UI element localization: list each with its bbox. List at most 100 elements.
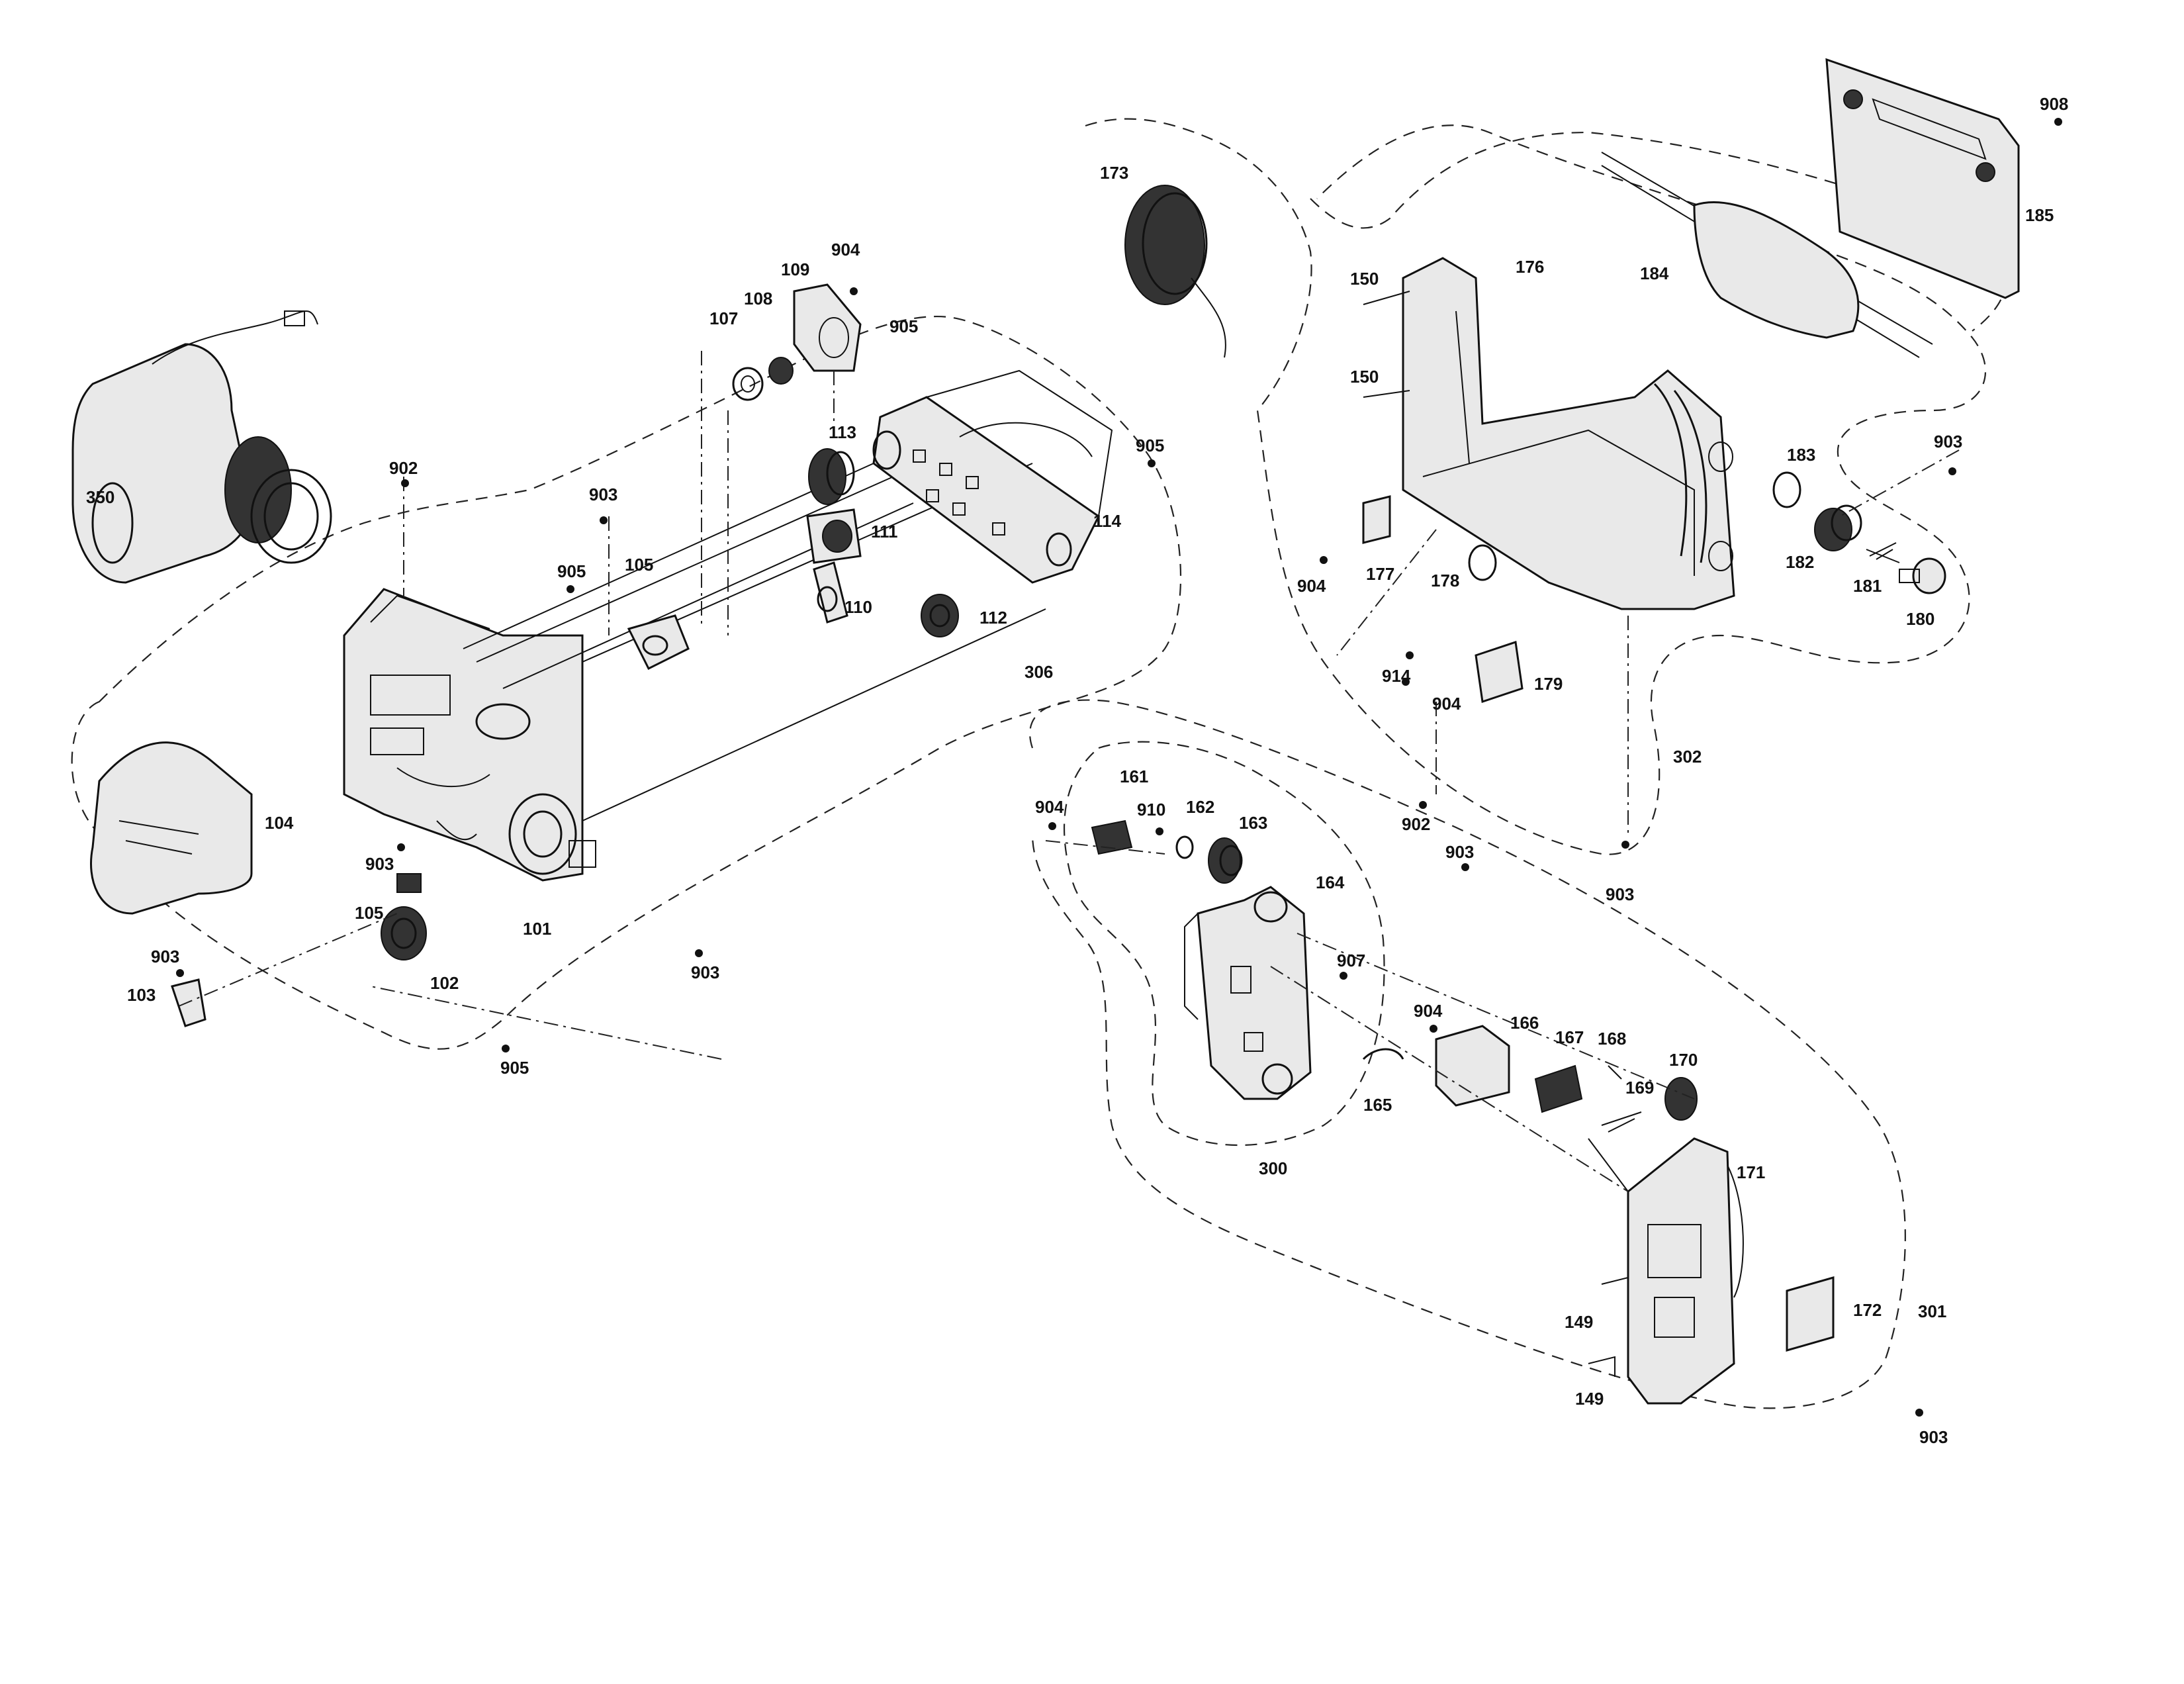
part-350-motor <box>71 310 332 584</box>
part-169-spring <box>1601 1111 1642 1133</box>
label-904-chassis: 904 <box>1297 576 1326 596</box>
label-300: 300 <box>1259 1158 1287 1178</box>
assembly-306-boundary <box>71 315 1182 1050</box>
label-904-300: 904 <box>1035 797 1064 817</box>
assembly-302-boundary <box>1310 131 2007 332</box>
label-905-bottom: 905 <box>500 1058 529 1078</box>
part-111-switch <box>806 508 862 564</box>
label-904-166: 904 <box>1414 1001 1443 1021</box>
label-161: 161 <box>1120 767 1148 786</box>
label-114: 114 <box>1093 511 1121 531</box>
part-104-cover <box>90 741 253 915</box>
label-163: 163 <box>1239 813 1267 833</box>
label-903-300: 903 <box>1445 842 1474 862</box>
label-179: 179 <box>1534 674 1563 694</box>
part-105-actuator <box>627 614 690 671</box>
part-168-pin <box>1608 1065 1622 1080</box>
label-904-bracket: 904 <box>1432 694 1461 714</box>
label-902-left: 902 <box>389 458 418 478</box>
label-184: 184 <box>1640 263 1669 283</box>
assembly-300-boundary <box>1063 741 1385 1146</box>
label-113: 113 <box>829 422 856 442</box>
part-177-bracket <box>1362 495 1391 544</box>
part-102-gear <box>381 906 427 960</box>
label-105-upper: 105 <box>625 555 653 575</box>
part-107-washer <box>732 367 764 401</box>
label-171: 171 <box>1737 1162 1765 1182</box>
part-105-block-lower <box>396 873 422 893</box>
label-350: 350 <box>86 487 114 507</box>
part-108-bearing <box>768 357 794 385</box>
label-111: 111 <box>871 522 898 541</box>
label-170: 170 <box>1669 1050 1698 1070</box>
part-113-gear <box>808 448 855 505</box>
label-182: 182 <box>1786 552 1814 572</box>
part-163-roller <box>1208 837 1243 884</box>
label-903-housing: 903 <box>365 854 394 874</box>
assembly-173-boundary <box>1085 118 1987 855</box>
part-109-plate <box>793 283 862 372</box>
part-183-ring <box>1772 471 1801 508</box>
part-180-button <box>1899 557 1946 594</box>
label-173: 173 <box>1100 163 1128 183</box>
label-176: 176 <box>1516 257 1544 277</box>
label-107: 107 <box>709 308 738 328</box>
label-169: 169 <box>1625 1078 1654 1098</box>
label-185: 185 <box>2025 205 2054 225</box>
guide-rail-lines <box>463 463 1046 821</box>
part-179-bracket <box>1475 641 1524 703</box>
part-149-clip-upper <box>1601 1276 1629 1297</box>
label-102: 102 <box>430 973 459 993</box>
part-170-gear <box>1664 1077 1698 1121</box>
label-306: 306 <box>1024 662 1053 682</box>
label-907: 907 <box>1337 951 1365 970</box>
label-903-mid: 903 <box>691 962 719 982</box>
label-112: 112 <box>979 608 1007 628</box>
part-178-pulley <box>1468 544 1497 581</box>
screws <box>176 118 2062 1417</box>
part-166-bracket <box>1435 1025 1510 1107</box>
part-176-chassis <box>1402 257 1735 610</box>
label-172: 172 <box>1853 1300 1882 1320</box>
label-181: 181 <box>1853 576 1882 596</box>
label-103: 103 <box>127 985 156 1005</box>
label-164: 164 <box>1316 872 1345 892</box>
label-109: 109 <box>781 259 809 279</box>
label-301: 301 <box>1918 1301 1946 1321</box>
label-104: 104 <box>265 813 294 833</box>
label-108: 108 <box>744 289 772 308</box>
part-162-washer <box>1175 835 1194 859</box>
label-902-right: 902 <box>1402 814 1430 834</box>
label-903-right: 903 <box>1934 432 1962 451</box>
label-149-upper: 149 <box>1565 1312 1593 1332</box>
label-150-lower: 150 <box>1350 367 1379 387</box>
label-168: 168 <box>1598 1029 1626 1049</box>
part-184-panel <box>1601 152 1933 358</box>
label-302: 302 <box>1673 747 1702 767</box>
part-150-rods <box>1363 291 1410 398</box>
label-177: 177 <box>1366 564 1394 584</box>
part-112-gear <box>921 594 959 637</box>
part-172-panel <box>1786 1276 1835 1352</box>
part-185-side-panel <box>1825 58 2020 299</box>
label-178: 178 <box>1431 571 1459 590</box>
label-150-upper: 150 <box>1350 269 1379 289</box>
part-149-clip-lower <box>1588 1356 1615 1377</box>
label-910: 910 <box>1137 800 1165 819</box>
label-903-bottom: 903 <box>1919 1427 1948 1447</box>
label-904-top: 904 <box>831 240 860 259</box>
part-182-knob <box>1814 504 1862 551</box>
label-903-chassis-low: 903 <box>1606 884 1634 904</box>
part-181-spring <box>1866 542 1900 563</box>
part-161-block <box>1091 819 1133 855</box>
label-167: 167 <box>1555 1027 1584 1047</box>
label-908: 908 <box>2040 94 2068 114</box>
label-180: 180 <box>1906 609 1934 629</box>
label-162: 162 <box>1186 797 1214 817</box>
label-914: 914 <box>1382 666 1411 686</box>
label-110: 110 <box>844 597 872 617</box>
label-149-lower: 149 <box>1575 1389 1604 1409</box>
part-165-lever <box>1362 1048 1404 1060</box>
